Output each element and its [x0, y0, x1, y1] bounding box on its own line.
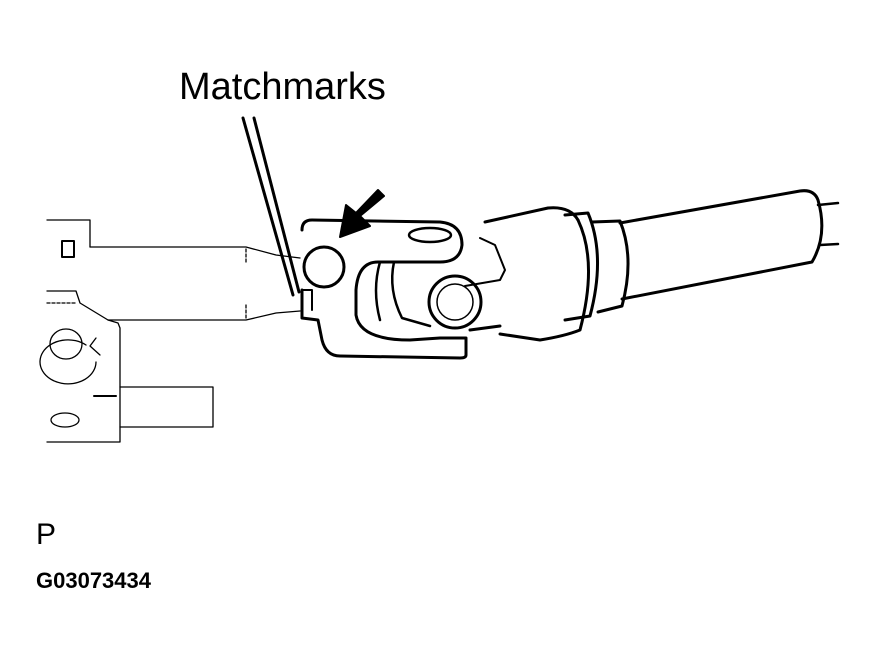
spider-cross: [374, 260, 483, 330]
outer-yoke: [464, 206, 591, 342]
collar-rings: [563, 211, 630, 322]
inner-yoke: [300, 218, 468, 360]
arrow-icon: [339, 189, 385, 238]
view-letter: P: [36, 518, 57, 551]
matchmark-leader-lines: [241, 116, 301, 297]
figure-code: G03073434: [36, 568, 151, 593]
matchmarks-label: Matchmarks: [179, 66, 386, 108]
output-shaft: [618, 189, 840, 301]
input-shaft: [89, 246, 301, 321]
gear-housing: [39, 219, 214, 443]
